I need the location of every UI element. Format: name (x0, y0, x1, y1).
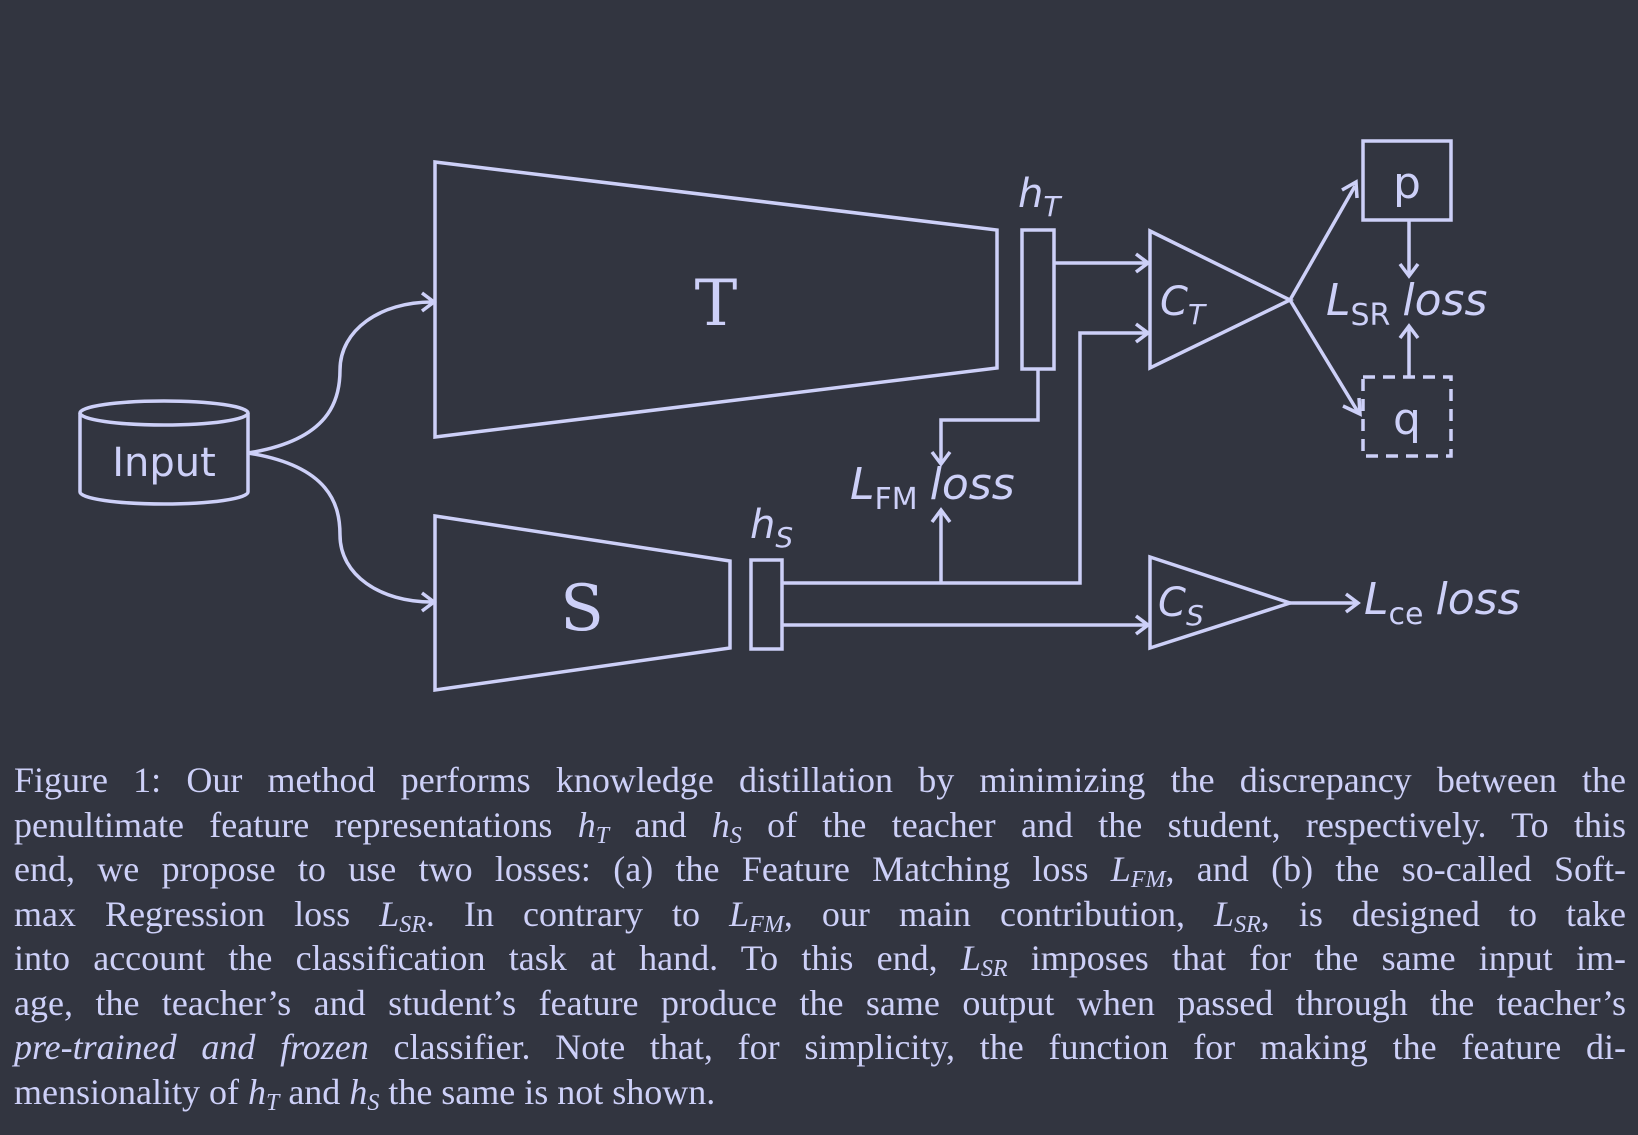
p-box (1361, 139, 1453, 222)
input-cylinder (78, 399, 250, 506)
q-label: q (1393, 394, 1421, 445)
input-to-student-arrow (247, 451, 433, 604)
teacher-network (433, 160, 999, 439)
hs-to-cs-arrowhead (1134, 614, 1151, 636)
ht-to-lfm-arrow (939, 369, 1040, 462)
h-student-label: hS (750, 502, 793, 554)
hs-to-ct-arrowhead (1134, 322, 1151, 344)
caption-line-3: end, we propose to use two losses: (a) t… (14, 849, 1626, 893)
student-classifier (1148, 554, 1296, 651)
caption-line-5: into account the classification task at … (14, 938, 1627, 982)
h-teacher-label: hT (1018, 171, 1062, 223)
teacher-feature-box (1020, 228, 1056, 371)
ct-to-q-arrow (1288, 299, 1360, 413)
ct-to-p-arrow (1288, 185, 1357, 301)
ct-to-q-arrowhead (1342, 397, 1362, 417)
student-feature-box (749, 558, 784, 651)
cs-to-lce-arrowhead (1344, 592, 1361, 614)
caption-line-7: pre-trained and frozen classifier. Note … (14, 1027, 1626, 1067)
q-box (1361, 375, 1453, 458)
input-label: Input (112, 440, 216, 486)
figure-caption: Figure 1: Our method performs knowledge … (14, 758, 1627, 1116)
input-to-teacher-arrow (247, 300, 433, 455)
ct-to-p-arrowhead (1341, 179, 1359, 199)
caption-line-2: penultimate feature representations hT a… (14, 804, 1626, 849)
hs-to-ct-arrow (782, 331, 1148, 585)
caption-line-6: age, the teacher’s and student’s feature… (14, 982, 1626, 1023)
cs-label: CS (1158, 580, 1204, 632)
ht-to-ct-arrowhead (1134, 252, 1151, 274)
teacher-classifier (1148, 228, 1294, 371)
caption-line-4: max Regression loss LSR. In contrary to … (14, 893, 1626, 938)
p-label: p (1393, 158, 1421, 209)
caption-line-8: mensionality of hT and hS the same is no… (14, 1071, 716, 1116)
student-label: S (560, 572, 604, 646)
ct-label: CT (1160, 279, 1207, 331)
q-to-lsr-arrowhead (1398, 323, 1420, 340)
teacher-label: T (695, 267, 738, 341)
student-network (433, 513, 732, 693)
caption-line-1: Figure 1: Our method performs knowledge … (14, 760, 1626, 800)
hs-to-lfm-arrowhead (930, 507, 952, 524)
p-to-lsr-arrowhead (1398, 262, 1420, 279)
ht-to-lfm-arrowhead (930, 450, 952, 467)
